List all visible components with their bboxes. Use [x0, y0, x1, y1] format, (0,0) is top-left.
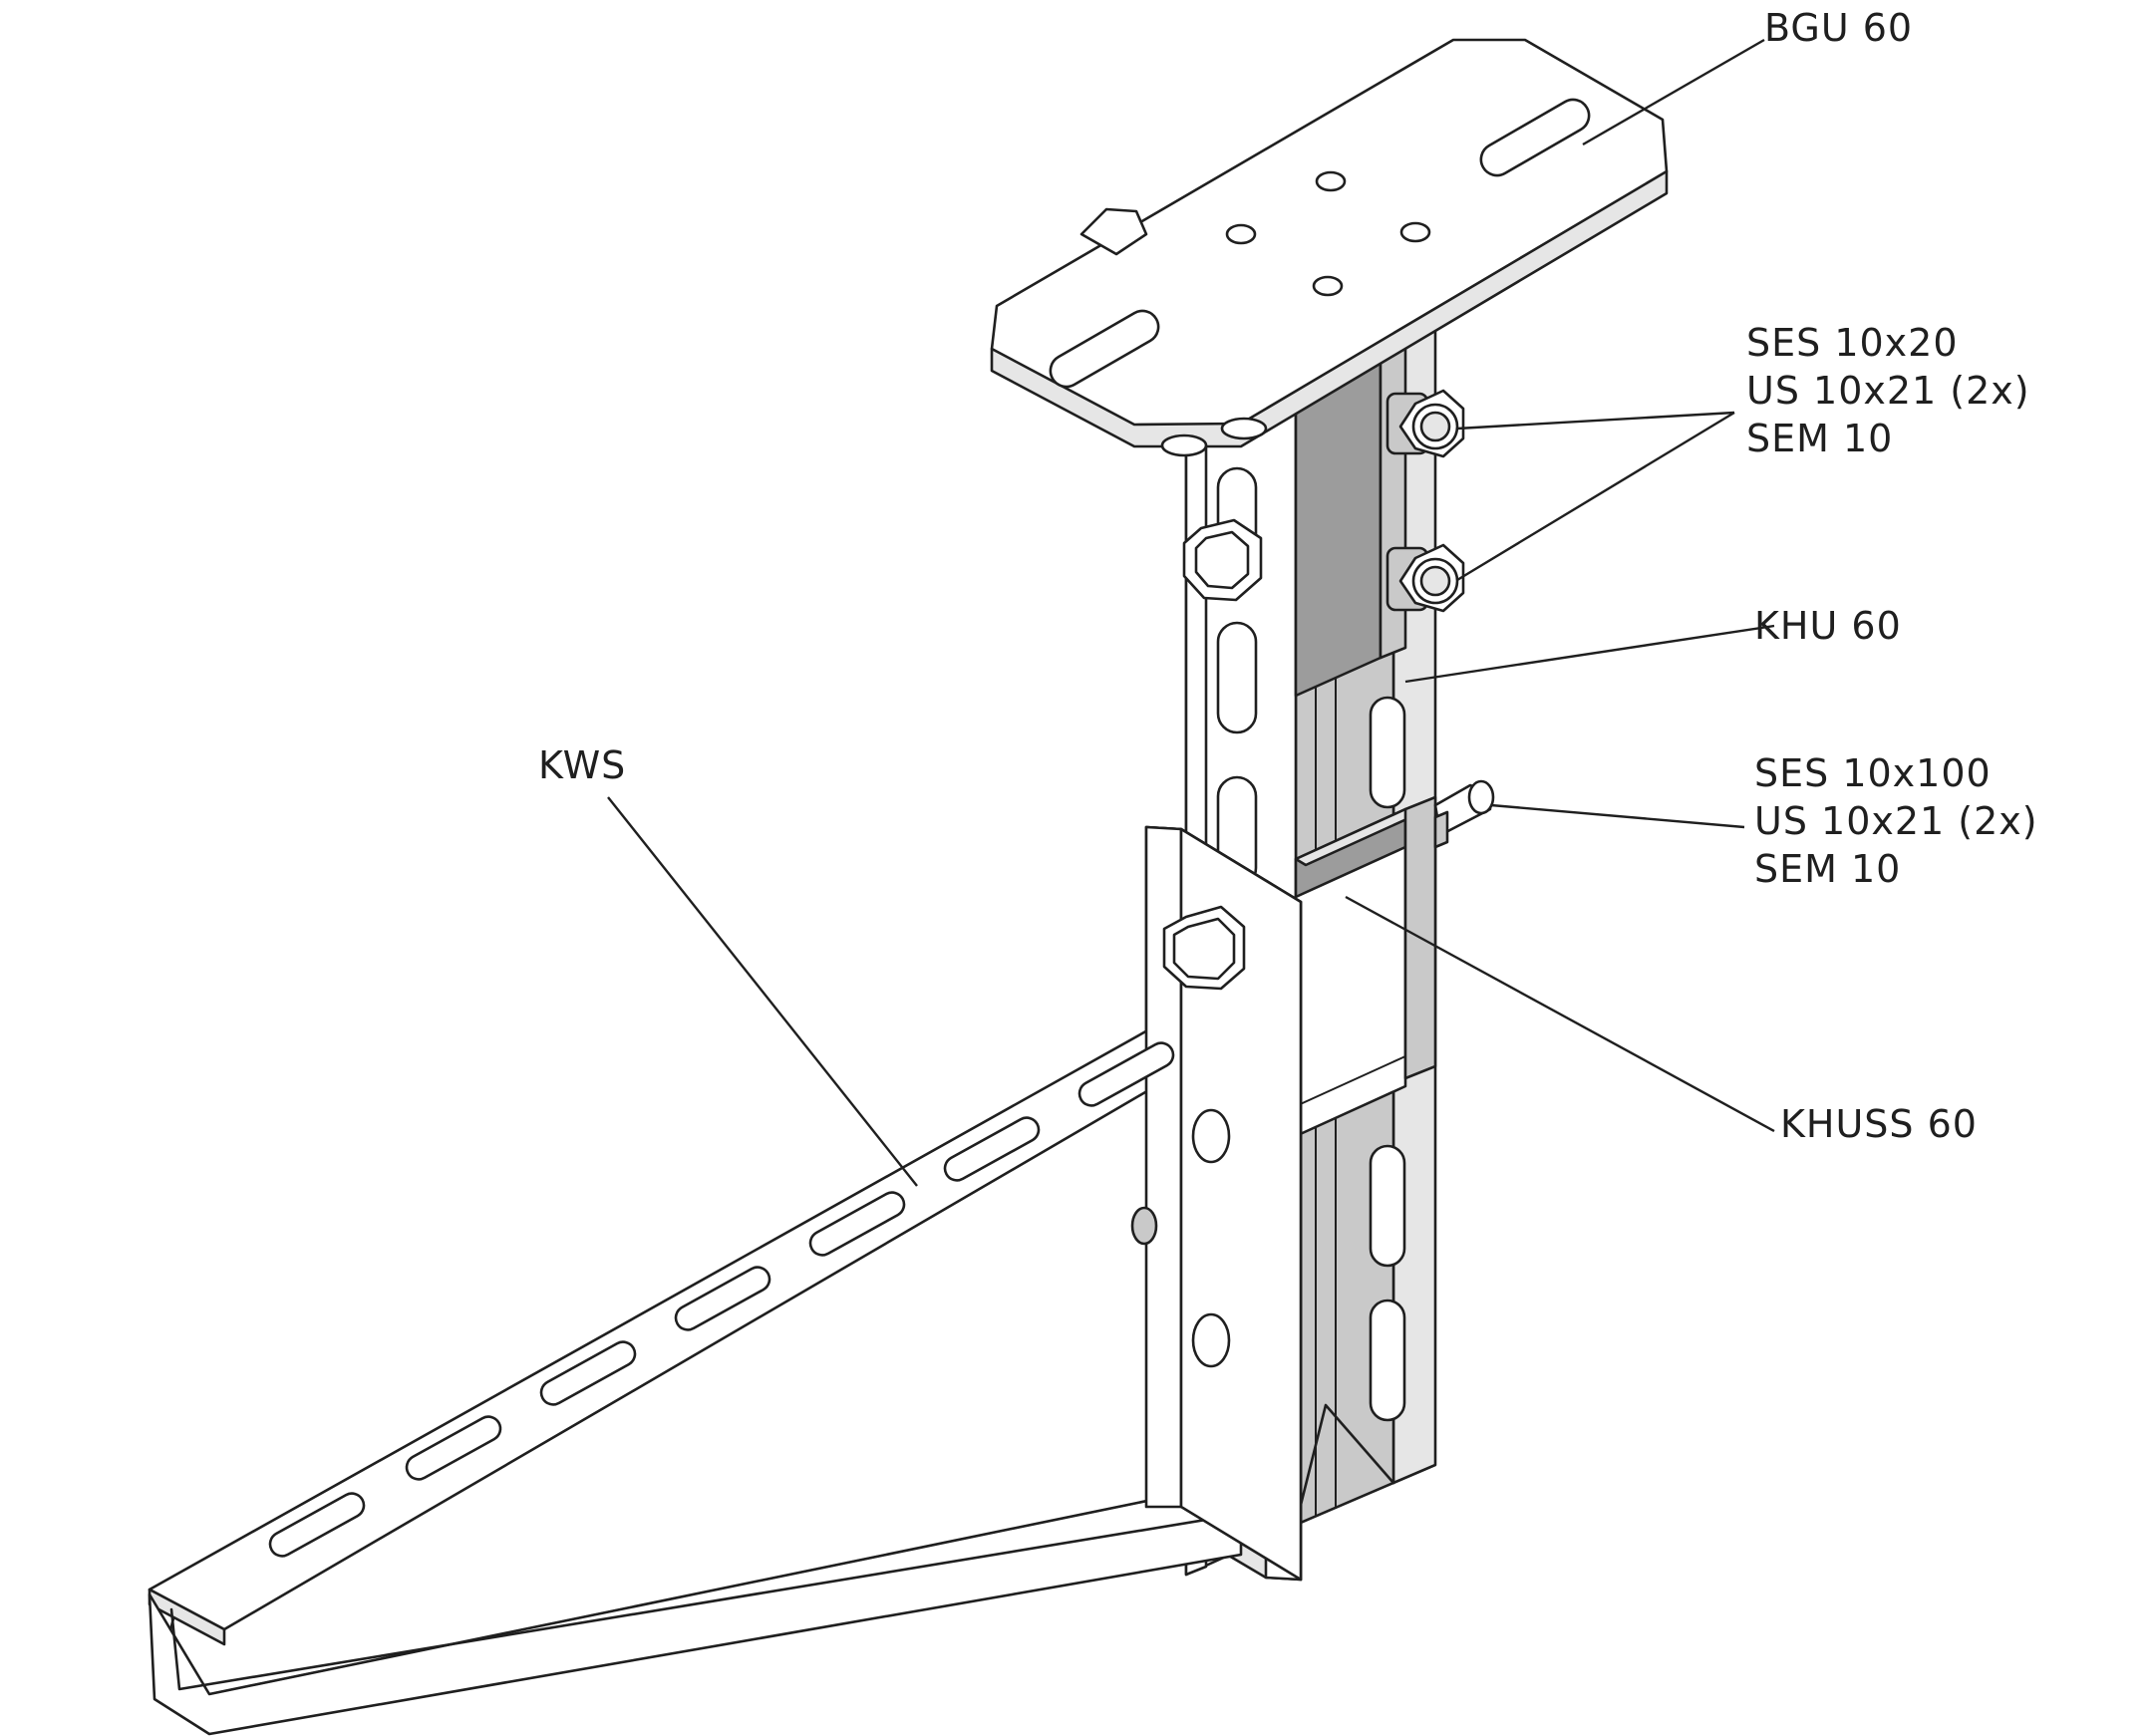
leader-ses-small-a: [1456, 411, 1735, 431]
hex-bolt-head-front: [1182, 518, 1263, 602]
khuss-clamp: [1294, 795, 1437, 1138]
leader-khu: [1404, 624, 1775, 684]
label-khu: KHU 60: [1754, 604, 1902, 648]
label-ses-large: SES 10x100: [1754, 751, 1992, 795]
leader-ses-large: [1490, 803, 1745, 829]
kws-hex-bolt: [1162, 905, 1246, 991]
label-khuss: KHUSS 60: [1780, 1102, 1978, 1146]
label-kws: KWS: [538, 743, 627, 787]
label-sem-small: SEM 10: [1746, 417, 1894, 460]
leader-ses-small-b: [1456, 411, 1735, 582]
bgu-plate: [990, 38, 1669, 448]
label-us-small: US 10x21 (2x): [1746, 369, 2030, 413]
kws-bracket: [148, 825, 1303, 1736]
leader-kws: [607, 796, 918, 1187]
label-sem-large: SEM 10: [1754, 847, 1902, 891]
small-bolt-lower: [1385, 543, 1465, 613]
long-bolt: [1433, 779, 1495, 849]
small-bolt-upper: [1385, 389, 1465, 458]
label-us-large: US 10x21 (2x): [1754, 799, 2038, 843]
label-bgu: BGU 60: [1764, 6, 1914, 50]
leader-bgu: [1582, 38, 1765, 146]
label-ses-small: SES 10x20: [1746, 321, 1959, 365]
plate-nuts: [1160, 417, 1268, 457]
leader-khuss: [1345, 895, 1775, 1133]
